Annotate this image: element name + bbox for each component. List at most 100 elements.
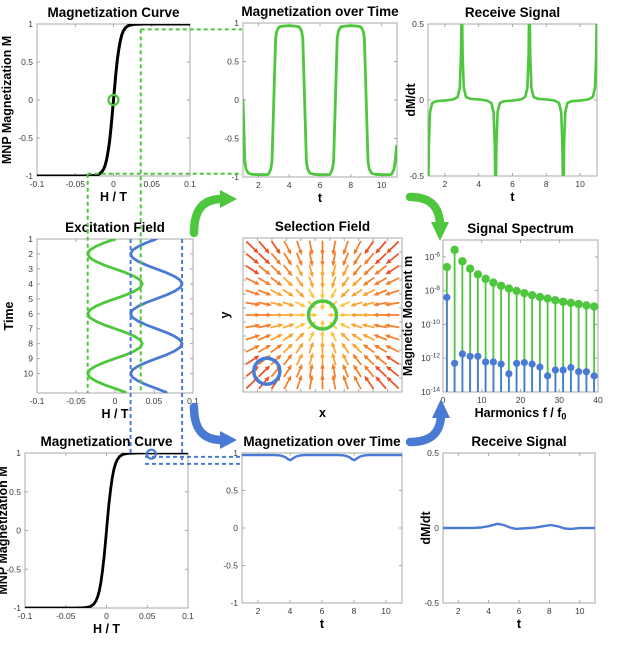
selection-field-arrow	[363, 264, 375, 276]
selection-field-arrow	[283, 252, 292, 266]
selection-field-arrow	[282, 288, 294, 297]
selection-field-arrow	[308, 341, 314, 354]
selection-field-arrow	[342, 264, 350, 277]
selection-field-arrow	[308, 276, 314, 289]
selection-field-arrow	[361, 312, 375, 318]
selection-field-arrow	[351, 288, 363, 297]
selection-field-arrow	[295, 264, 303, 277]
selection-field-arrow	[257, 312, 273, 318]
mag-curve-bottom-ylabel: MNP Magnetization M	[0, 466, 10, 594]
receive-bottom-xtick: 10	[575, 606, 585, 616]
receive-bottom-ytick: -0.5	[424, 598, 439, 608]
selection-field-arrow	[308, 288, 315, 299]
selection-field-arrow	[342, 353, 350, 366]
selection-field-arrow	[320, 341, 325, 354]
excitation-ylabel: Time	[2, 301, 16, 330]
spectrum-xlabel: Harmonics f / f0	[475, 406, 567, 422]
selection-field-arrow	[245, 277, 260, 285]
mag-time-top-ytick: -0.5	[224, 134, 239, 144]
selection-field-arrow	[361, 301, 375, 307]
selection-field-arrow	[353, 240, 362, 255]
selection-field-arrow	[353, 252, 362, 266]
selection-field-arrow	[385, 252, 400, 264]
flow-curve-to-time-green-shaft	[189, 194, 225, 238]
mag-curve-top-xtick: 0.05	[143, 179, 160, 189]
selection-field-arrow	[245, 345, 260, 353]
mag-time-top-axes-box	[242, 22, 398, 178]
selection-field-arrow	[245, 323, 261, 329]
mag-curve-bottom-xtick: 0.1	[182, 611, 194, 621]
selection-field-arrow	[330, 331, 337, 342]
flow-signal-to-spectrum-green-shaft	[405, 192, 445, 229]
spectrum-offset-particle-dot	[497, 360, 505, 368]
selection-field-arrow	[308, 264, 314, 278]
selection-field-arrow	[351, 333, 363, 342]
flow-curve-to-time-blue-shaft	[189, 402, 225, 445]
selection-field-arrow	[258, 365, 271, 378]
selection-field-arrow	[353, 364, 362, 378]
selection-field-arrow	[353, 375, 362, 390]
selection-title: Selection Field	[275, 219, 370, 234]
selection-field-arrow	[364, 375, 375, 390]
selection-field-arrow	[308, 374, 314, 390]
mag-curve-bottom-xtick: -0.05	[56, 611, 76, 621]
mag-curve-bottom-xlabel: H / T	[93, 622, 120, 636]
selection-field-arrow	[331, 352, 337, 366]
selection-field-arrow	[283, 364, 292, 378]
selection-field-arrow	[385, 366, 400, 378]
selection-field-arrow	[257, 277, 272, 286]
selection-field-arrow	[363, 354, 375, 366]
selection-field-arrow	[351, 343, 363, 354]
excitation-title: Excitation Field	[65, 220, 165, 235]
mag-curve-top-xtick: -0.05	[66, 179, 86, 189]
mag-time-top-title: Magnetization over Time	[241, 4, 399, 19]
selection-field-arrow	[352, 264, 362, 277]
mag-time-bottom-axes-box	[241, 452, 403, 604]
mag-curve-top-ylabel: MNP Magnetization M	[0, 36, 14, 164]
selection-field-arrow	[283, 264, 293, 277]
selection-field-arrow	[330, 288, 337, 299]
mag-time-bottom-xtick: 10	[381, 606, 391, 616]
receive-bottom-xtick: 6	[517, 606, 522, 616]
selection-field-arrow	[350, 301, 363, 307]
selection-field-arrow	[282, 301, 295, 307]
spectrum-offset-particle-dot	[528, 360, 536, 368]
excitation-ytick: 6	[28, 309, 33, 319]
spectrum-center-particle-dot	[489, 278, 498, 287]
excitation-xlabel: H / T	[101, 407, 128, 421]
excitation-ytick: 7	[28, 324, 33, 334]
selection-field-arrow	[339, 301, 351, 307]
mag-curve-bottom-ytick: 1	[16, 448, 21, 458]
selection-field-arrow	[282, 333, 294, 342]
spectrum-offset-particle-dot	[590, 372, 598, 380]
mag-curve-top-ytick: -1	[25, 171, 33, 181]
receive-top-xtick: 10	[575, 179, 585, 189]
excitation-xtick: 0	[113, 396, 118, 406]
mag-time-bottom-ytick: 1	[233, 448, 238, 458]
selection-field-arrow	[373, 301, 388, 307]
selection-field-arrow	[283, 375, 292, 390]
selection-field-arrow	[374, 252, 387, 265]
spectrum-ylabel: Magnetic Moment m	[401, 256, 415, 376]
mag-curve-top-ytick: 0.5	[21, 57, 33, 67]
spectrum-center-particle-dot	[582, 301, 591, 310]
mag-curve-bottom-xtick: 0.05	[139, 611, 156, 621]
offset-operating-point-marker	[145, 448, 157, 460]
mag-curve-top-xtick: 0.1	[184, 179, 196, 189]
selection-field-arrow	[295, 288, 305, 298]
selection-field-arrow	[362, 289, 375, 296]
selection-field-arrow	[320, 330, 325, 342]
receive-top-ylabel: dM/dt	[404, 83, 418, 117]
selection-field-arrow	[386, 240, 400, 254]
receive-top-ytick: -0.5	[409, 171, 424, 181]
selection-field-arrow	[270, 323, 284, 329]
mag-time-bottom-xlabel: t	[320, 617, 325, 631]
selection-field-arrow	[257, 344, 272, 353]
receive-top-xtick: 6	[510, 179, 515, 189]
mag-time-top-xtick: 8	[348, 180, 353, 190]
